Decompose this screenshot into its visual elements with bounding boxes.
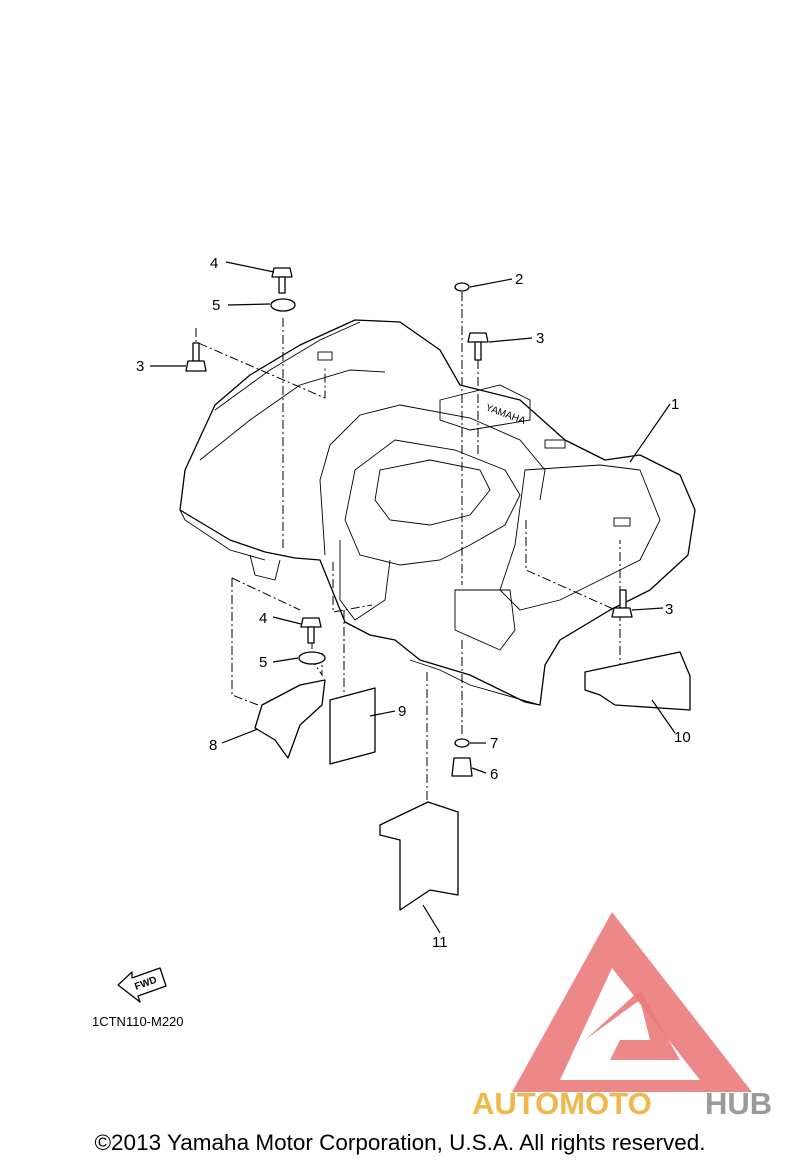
callout-8: 8 (209, 737, 217, 754)
copyright-notice: ©2013 Yamaha Motor Corporation, U.S.A. A… (94, 1130, 706, 1155)
guard-10 (584, 651, 691, 711)
callout-3-center: 3 (536, 330, 544, 347)
washer-5-top (270, 298, 296, 312)
guard-11 (379, 801, 459, 911)
callout-3-left: 3 (136, 358, 144, 375)
fwd-arrow-icon: FWD (117, 967, 167, 1003)
callout-2: 2 (515, 271, 523, 288)
callout-9: 9 (398, 703, 406, 720)
callout-leaders (150, 261, 676, 934)
callout-10: 10 (674, 729, 691, 746)
callout-5-top: 5 (212, 297, 220, 314)
bolt-3-center (467, 332, 489, 361)
watermark-text-part2: HUB (705, 1086, 772, 1121)
callout-5-lower: 5 (259, 654, 267, 671)
clip-7 (454, 738, 470, 748)
callout-4-lower: 4 (259, 610, 267, 627)
rear-fender: YAMAHA (179, 319, 696, 706)
callout-6: 6 (490, 766, 498, 783)
callout-1: 1 (671, 396, 679, 413)
flap-8 (254, 679, 326, 759)
nut-6 (451, 757, 473, 777)
cap-2 (454, 282, 470, 292)
callout-7: 7 (490, 735, 498, 752)
callout-11: 11 (432, 934, 448, 951)
leader-lines (195, 292, 621, 808)
screw-3-left (185, 342, 207, 372)
watermark-text-part1: AUTOMOTO (472, 1086, 652, 1121)
callout-3-right: 3 (665, 601, 673, 618)
washer-5-lower (298, 651, 326, 665)
plate-9 (329, 687, 376, 765)
screw-3-right (611, 589, 633, 618)
watermark-logo: AUTOMOTO HUB (472, 912, 772, 1121)
diagram-code: 1CTN110-M220 (92, 1014, 184, 1029)
bolt-4-lower (300, 617, 322, 644)
bolt-4-top (271, 267, 293, 294)
callout-4-top: 4 (210, 255, 218, 272)
